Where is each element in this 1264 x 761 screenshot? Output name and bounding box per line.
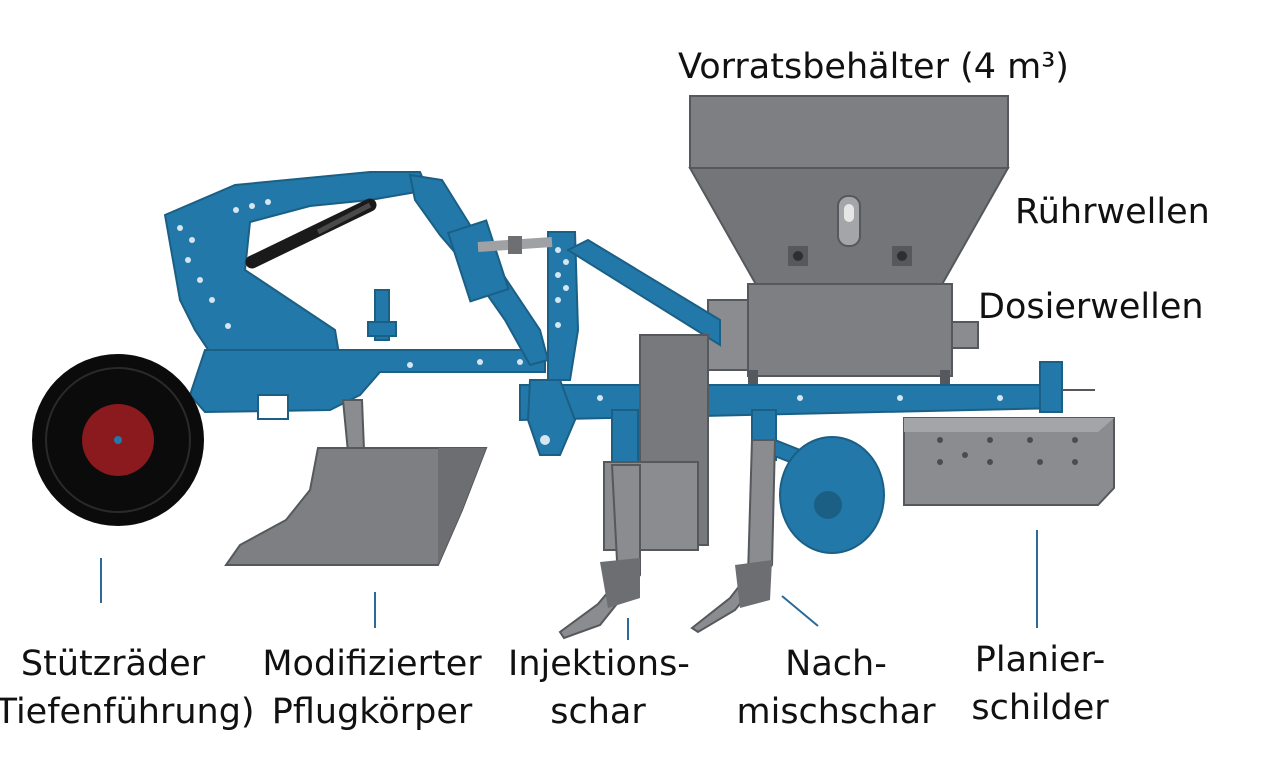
label-hopper: Vorratsbehälter (4 m³) bbox=[678, 43, 1069, 91]
support-wheel bbox=[32, 354, 204, 526]
injector-tine bbox=[560, 335, 708, 638]
label-mixing-tine-line1: Nach- bbox=[736, 640, 936, 688]
label-support-wheels-line1: Stützräder bbox=[0, 640, 244, 688]
label-metering-shafts: Dosierwellen bbox=[978, 283, 1204, 331]
label-levelling-boards-line1: Planier- bbox=[960, 636, 1120, 684]
label-plough-body-line2: Pflugkörper bbox=[262, 688, 482, 736]
label-plough-body-line1: Modifizierter bbox=[262, 640, 482, 688]
label-plough-body: Modifizierter Pflugkörper bbox=[262, 640, 482, 736]
label-mixing-tine: Nach- mischschar bbox=[736, 640, 936, 736]
label-support-wheels-line2: (Tiefenführung) bbox=[0, 688, 244, 736]
label-mixing-tine-line2: mischschar bbox=[736, 688, 936, 736]
label-levelling-boards: Planier- schilder bbox=[960, 636, 1120, 732]
label-injector-tine-line1: Injektions- bbox=[508, 640, 688, 688]
mixing-disc bbox=[780, 437, 884, 553]
label-levelling-boards-line2: schilder bbox=[960, 684, 1120, 732]
label-injector-tine: Injektions- schar bbox=[508, 640, 688, 736]
label-support-wheels: Stützräder (Tiefenführung) bbox=[0, 640, 244, 736]
label-stirrer-shafts: Rührwellen bbox=[1015, 188, 1210, 236]
label-injector-tine-line2: schar bbox=[508, 688, 688, 736]
metering-unit bbox=[708, 284, 978, 390]
hopper bbox=[690, 96, 1008, 288]
plough-body bbox=[226, 395, 486, 565]
